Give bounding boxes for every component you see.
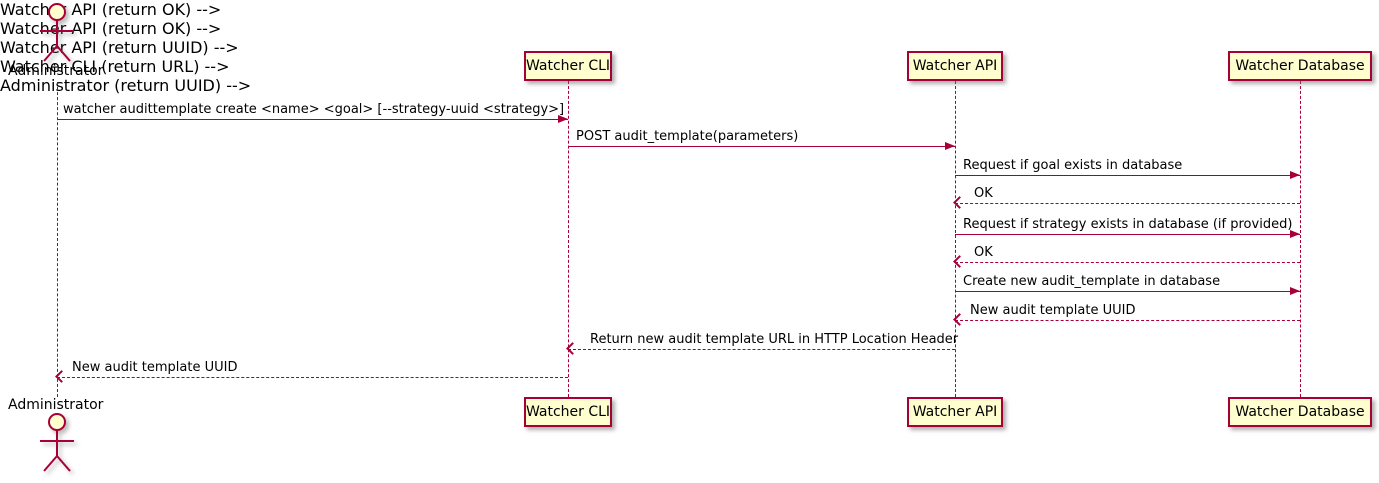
message-4-label: OK xyxy=(974,186,993,201)
message-5-arrow xyxy=(955,234,1300,235)
lifeline-administrator xyxy=(57,82,58,397)
message-2-arrowhead-icon xyxy=(945,142,955,150)
message-4-arrow xyxy=(955,203,1300,204)
message-1-label: watcher audittemplate create <name> <goa… xyxy=(63,102,565,117)
participant-watcher-database-bottom: Watcher Database xyxy=(1228,397,1372,427)
message-10-arrow xyxy=(57,377,568,378)
administrator-actor-icon-bottom xyxy=(40,413,74,472)
lifeline-watcher-api xyxy=(955,81,956,397)
participant-watcher-database-top: Watcher Database xyxy=(1228,51,1372,81)
message-8-label: New audit template UUID xyxy=(970,303,1136,318)
message-6-label: OK xyxy=(974,245,993,260)
message-7-arrowhead-icon xyxy=(1290,287,1300,295)
message-10-label: New audit template UUID xyxy=(72,360,238,375)
administrator-label-top: Administrator xyxy=(8,63,104,79)
message-3-arrow xyxy=(955,175,1300,176)
participant-watcher-cli-bottom: Watcher CLI xyxy=(524,397,612,427)
message-5-label: Request if strategy exists in database (… xyxy=(963,217,1293,232)
message-9-arrow xyxy=(568,349,955,350)
message-8-arrow xyxy=(955,320,1300,321)
lifeline-watcher-database xyxy=(1300,81,1301,397)
message-6-arrow xyxy=(955,262,1300,263)
administrator-label-bottom: Administrator xyxy=(8,397,104,413)
administrator-actor-icon-top xyxy=(40,3,74,62)
message-3-arrowhead-icon xyxy=(1290,171,1300,179)
message-3-label: Request if goal exists in database xyxy=(963,158,1183,173)
message-5-arrowhead-icon xyxy=(1290,230,1300,238)
message-7-arrow xyxy=(955,291,1300,292)
participant-watcher-api-bottom: Watcher API xyxy=(907,397,1003,427)
message-2-arrow xyxy=(568,146,955,147)
message-1-arrowhead-icon xyxy=(558,115,568,123)
participant-watcher-api-top: Watcher API xyxy=(907,51,1003,81)
message-1-arrow xyxy=(57,119,568,120)
message-2-label: POST audit_template(parameters) xyxy=(576,129,799,144)
participant-watcher-cli-top: Watcher CLI xyxy=(524,51,612,81)
message-9-label: Return new audit template URL in HTTP Lo… xyxy=(590,332,959,347)
lifeline-watcher-cli xyxy=(568,81,569,397)
message-7-label: Create new audit_template in database xyxy=(963,274,1221,289)
